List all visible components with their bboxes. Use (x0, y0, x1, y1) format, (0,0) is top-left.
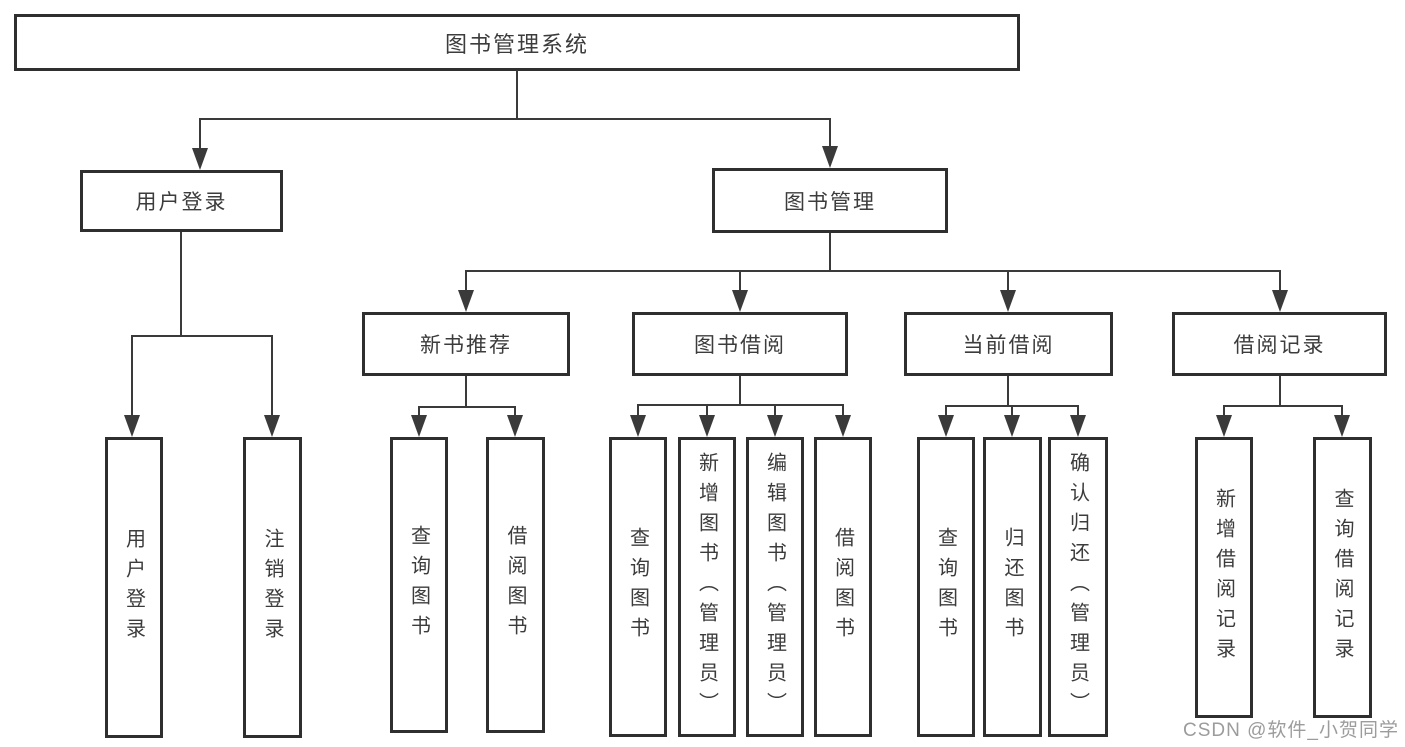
leaf-return-books: 归还图书 (983, 437, 1042, 737)
leaf-add-book-admin: 新增图书（管理员） (678, 437, 736, 737)
connector-recommend-split (418, 406, 516, 408)
connector-current-stub (1007, 376, 1009, 407)
node-borrowing-records: 借阅记录 (1172, 312, 1387, 376)
connector-user-login-stub (180, 232, 182, 336)
arrow-down-icon (458, 270, 474, 312)
leaf-add-borrow-record: 新增借阅记录 (1195, 437, 1253, 718)
leaf-user-login: 用户登录 (105, 437, 163, 738)
connector-level3-split (465, 270, 1280, 272)
node-user-login: 用户登录 (80, 170, 283, 232)
connector-recommend-stub (465, 376, 467, 408)
arrow-down-icon (1000, 270, 1016, 312)
connector-root-stub (516, 70, 518, 119)
leaf-borrow-books-recommend: 借阅图书 (486, 437, 545, 733)
leaf-query-books-recommend: 查询图书 (390, 437, 448, 733)
arrow-down-icon (507, 406, 523, 437)
node-book-borrowing: 图书借阅 (632, 312, 848, 376)
arrow-down-icon (1070, 405, 1086, 437)
arrow-down-icon (767, 404, 783, 437)
connector-records-split (1223, 405, 1343, 407)
leaf-query-books-borrowing: 查询图书 (609, 437, 667, 737)
arrow-down-icon (192, 118, 208, 170)
leaf-edit-book-admin: 编辑图书（管理员） (746, 437, 804, 737)
arrow-down-icon (732, 270, 748, 312)
leaf-query-books-current: 查询图书 (917, 437, 975, 737)
arrow-down-icon (699, 404, 715, 437)
connector-borrowing-split (637, 404, 844, 406)
node-new-book-recommend: 新书推荐 (362, 312, 570, 376)
arrow-down-icon (835, 404, 851, 437)
leaf-confirm-return-admin: 确认归还（管理员） (1048, 437, 1108, 737)
watermark: CSDN @软件_小贺同学 (1183, 720, 1399, 741)
connector-book-mgmt-stub (829, 233, 831, 272)
arrow-down-icon (1334, 405, 1350, 437)
node-library-system: 图书管理系统 (14, 14, 1020, 71)
arrow-down-icon (124, 335, 140, 437)
arrow-down-icon (411, 406, 427, 437)
arrow-down-icon (1216, 405, 1232, 437)
arrow-down-icon (630, 404, 646, 437)
node-current-borrowing: 当前借阅 (904, 312, 1113, 376)
connector-records-stub (1279, 376, 1281, 407)
arrow-down-icon (822, 118, 838, 168)
arrow-down-icon (938, 405, 954, 437)
connector-user-login-split (132, 335, 273, 337)
leaf-query-borrow-record: 查询借阅记录 (1313, 437, 1372, 718)
node-book-management: 图书管理 (712, 168, 948, 233)
arrow-down-icon (1004, 405, 1020, 437)
arrow-down-icon (1272, 270, 1288, 312)
connector-borrowing-stub (739, 376, 741, 406)
arrow-down-icon (264, 335, 280, 437)
leaf-logout: 注销登录 (243, 437, 302, 738)
connector-level2-split (200, 118, 831, 120)
leaf-borrow-books: 借阅图书 (814, 437, 872, 737)
